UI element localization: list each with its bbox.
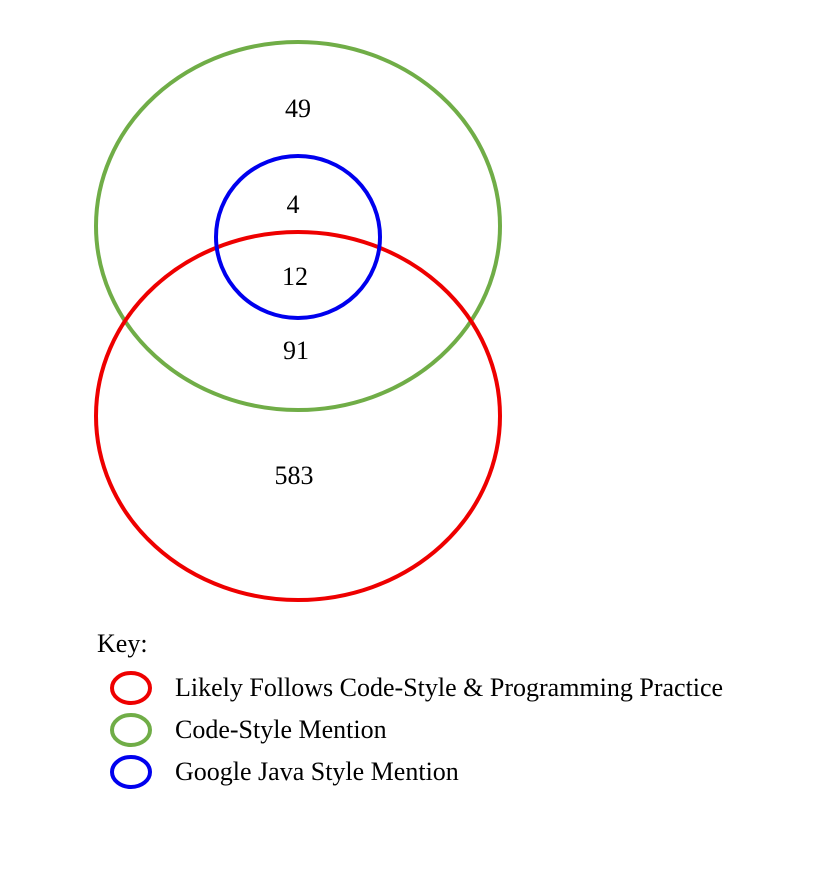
legend-item-code-style: Code-Style Mention <box>97 713 723 747</box>
google-java-style-circle <box>214 154 382 320</box>
legend-label-code-style: Code-Style Mention <box>175 715 387 744</box>
legend-swatch-google-java <box>110 755 152 789</box>
practice-circle <box>94 230 502 602</box>
legend-label-practice: Likely Follows Code-Style & Programming … <box>175 673 724 702</box>
red-circle-icon <box>110 671 152 705</box>
count-code-style-and-practice: 91 <box>283 336 309 365</box>
venn-diagram: 49 4 12 91 583 <box>94 40 502 602</box>
legend-title: Key: <box>97 629 148 658</box>
code-style-mention-circle <box>94 40 502 412</box>
count-practice-only: 583 <box>275 461 314 490</box>
legend-item-google-java: Google Java Style Mention <box>97 755 723 789</box>
count-code-style-only: 49 <box>285 94 311 123</box>
blue-circle-icon <box>110 755 152 789</box>
legend-swatch-code-style <box>110 713 152 747</box>
legend-item-practice: Likely Follows Code-Style & Programming … <box>97 671 724 705</box>
count-all-three: 12 <box>282 262 308 291</box>
legend-label-google-java: Google Java Style Mention <box>175 757 459 786</box>
count-google-java-code-style: 4 <box>287 190 300 219</box>
legend-swatch-practice <box>110 671 152 705</box>
legend: Key: Likely Follows Code-Style & Program… <box>97 628 723 798</box>
green-circle-icon <box>110 713 152 747</box>
